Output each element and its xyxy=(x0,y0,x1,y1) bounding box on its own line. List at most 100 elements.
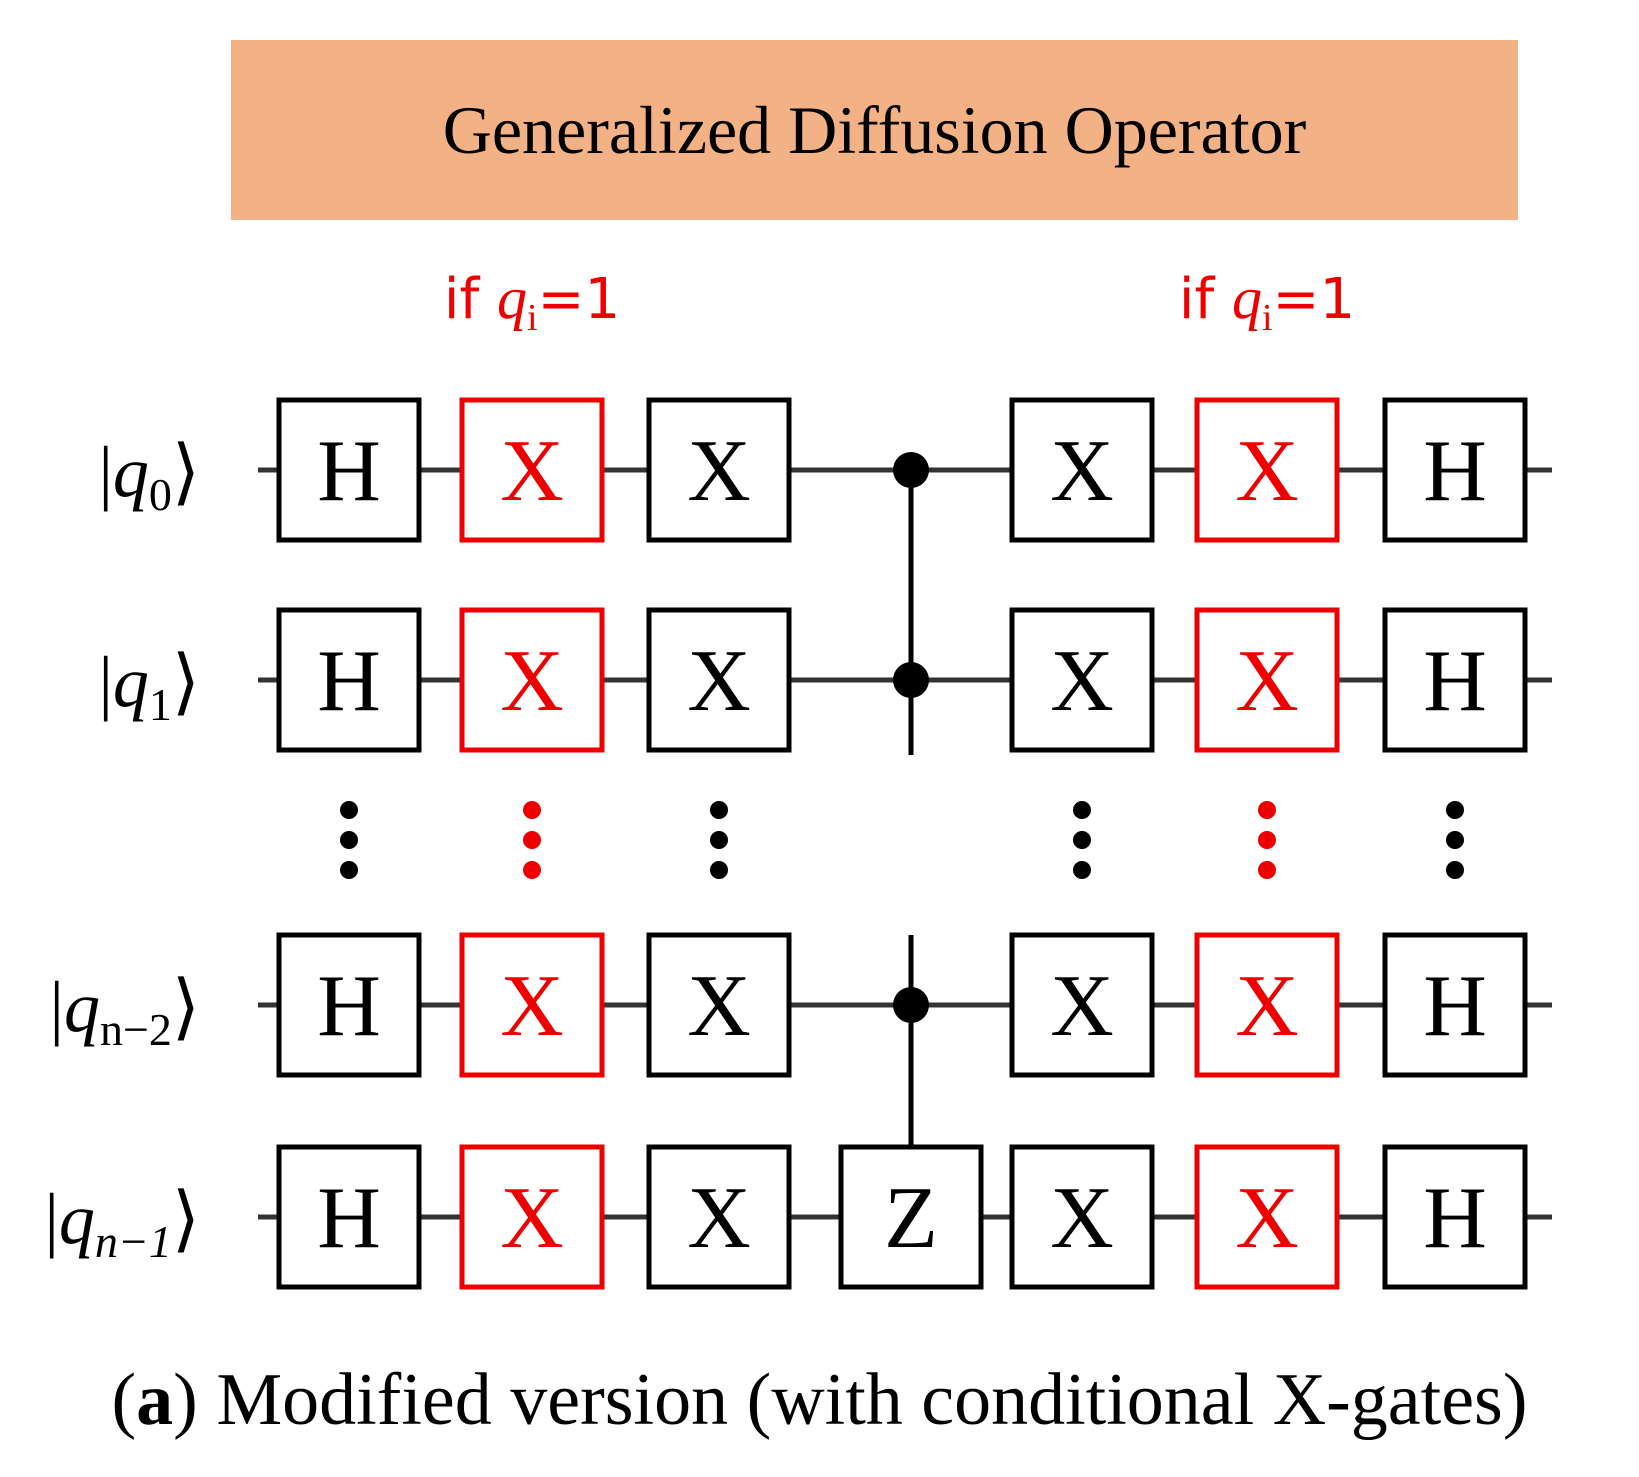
title-banner: Generalized Diffusion Operator xyxy=(231,40,1518,220)
control-dot xyxy=(893,452,929,488)
gate-box xyxy=(646,1144,792,1290)
conditional-x-gate: X xyxy=(1194,607,1340,753)
qubit-ket-label-2: |qn−2⟩ xyxy=(50,967,200,1055)
conditional-x-gate: X xyxy=(459,1144,605,1290)
gate-box xyxy=(1009,1144,1155,1290)
ellipsis-dot xyxy=(1258,801,1276,819)
gate-label: X xyxy=(500,958,564,1055)
ellipsis-dot xyxy=(710,861,728,879)
ellipsis-dot xyxy=(710,831,728,849)
qubit-ket-label-3: |qn−1⟩ xyxy=(44,1179,200,1267)
hadamard-gate: H xyxy=(1382,932,1528,1078)
x-gate: X xyxy=(646,397,792,543)
ellipsis-dot xyxy=(340,831,358,849)
gate-box xyxy=(1382,397,1528,543)
ellipsis-dot xyxy=(523,801,541,819)
gate-label: X xyxy=(687,1170,751,1267)
ellipsis-dot xyxy=(1073,861,1091,879)
gate-box xyxy=(1009,607,1155,753)
hadamard-gate: H xyxy=(1382,1144,1528,1290)
x-gate: X xyxy=(1009,932,1155,1078)
cond-prefix: if xyxy=(444,267,497,332)
ket-close: ⟩ xyxy=(172,1179,200,1259)
conditional-x-gate: X xyxy=(1194,932,1340,1078)
gate-box xyxy=(459,1144,605,1290)
ket-subscript: n−2 xyxy=(100,1004,172,1055)
conditional-label-1: if qi=1 xyxy=(1179,265,1355,339)
hadamard-gate: H xyxy=(1382,607,1528,753)
gate-label: X xyxy=(687,958,751,1055)
ket-close: ⟩ xyxy=(172,642,200,722)
hadamard-gate: H xyxy=(276,1144,422,1290)
caption-text: Modified version (with conditional X-gat… xyxy=(216,1359,1528,1441)
gate-box xyxy=(1194,607,1340,753)
control-dot xyxy=(893,662,929,698)
cond-subscript: i xyxy=(527,297,538,339)
conditional-x-gate: X xyxy=(1194,1144,1340,1290)
ellipsis-dot xyxy=(1446,831,1464,849)
conditional-x-gate: X xyxy=(459,932,605,1078)
gate-label: X xyxy=(1050,423,1114,520)
ellipsis-dot xyxy=(1258,861,1276,879)
ellipsis-dot xyxy=(1258,831,1276,849)
cond-suffix: =1 xyxy=(1273,267,1356,332)
ellipsis-dot xyxy=(1446,861,1464,879)
cond-variable: q xyxy=(497,265,527,331)
ellipsis-dot xyxy=(1446,801,1464,819)
x-gate: X xyxy=(646,1144,792,1290)
gate-box xyxy=(646,607,792,753)
gate-box xyxy=(276,932,422,1078)
conditional-x-gate: X xyxy=(1194,397,1340,543)
gate-label: X xyxy=(687,423,751,520)
ket-open: | xyxy=(98,642,112,722)
cond-subscript: i xyxy=(1262,297,1273,339)
gate-box xyxy=(276,1144,422,1290)
gate-label: X xyxy=(687,633,751,730)
gate-label: X xyxy=(1235,633,1299,730)
ket-close: ⟩ xyxy=(172,967,200,1047)
conditional-x-gate: X xyxy=(459,397,605,543)
gate-label: H xyxy=(317,423,381,520)
caption-label: a xyxy=(136,1359,174,1441)
gate-box xyxy=(1009,932,1155,1078)
gate-box xyxy=(1382,607,1528,753)
ellipsis-dot xyxy=(340,861,358,879)
control-dot xyxy=(893,987,929,1023)
conditional-x-gate: X xyxy=(459,607,605,753)
ket-open: | xyxy=(98,432,112,512)
gate-label: X xyxy=(500,1170,564,1267)
gate-box xyxy=(838,1144,984,1290)
gate-label: X xyxy=(500,423,564,520)
hadamard-gate: H xyxy=(276,932,422,1078)
conditional-label-0: if qi=1 xyxy=(444,265,620,339)
ket-open: | xyxy=(44,1179,58,1259)
qubit-ket-label-0: |q0⟩ xyxy=(98,432,200,520)
ellipsis-dot xyxy=(340,801,358,819)
ket-subscript: n−1 xyxy=(95,1216,172,1267)
ket-subscript: 0 xyxy=(149,469,172,520)
ket-subscript: 1 xyxy=(149,679,172,730)
gate-label: H xyxy=(317,958,381,1055)
gate-label: H xyxy=(1423,633,1487,730)
gate-box xyxy=(1382,932,1528,1078)
z-gate: Z xyxy=(838,1144,984,1290)
gate-label: Z xyxy=(884,1170,938,1267)
qubit-ket-label-1: |q1⟩ xyxy=(98,642,200,730)
gate-box xyxy=(459,397,605,543)
hadamard-gate: H xyxy=(276,607,422,753)
gate-box xyxy=(646,397,792,543)
gate-label: X xyxy=(1050,958,1114,1055)
ket-variable: q xyxy=(113,642,149,722)
gate-label: X xyxy=(1050,633,1114,730)
gate-label: H xyxy=(317,1170,381,1267)
gate-label: H xyxy=(1423,423,1487,520)
gate-label: X xyxy=(1235,958,1299,1055)
figure-caption: (a) Modified version (with conditional X… xyxy=(111,1359,1528,1441)
gate-box xyxy=(1194,397,1340,543)
gate-box xyxy=(276,397,422,543)
gate-label: X xyxy=(500,633,564,730)
gate-box xyxy=(459,607,605,753)
gate-box xyxy=(1194,1144,1340,1290)
gate-box xyxy=(276,607,422,753)
ellipsis-dot xyxy=(1073,801,1091,819)
